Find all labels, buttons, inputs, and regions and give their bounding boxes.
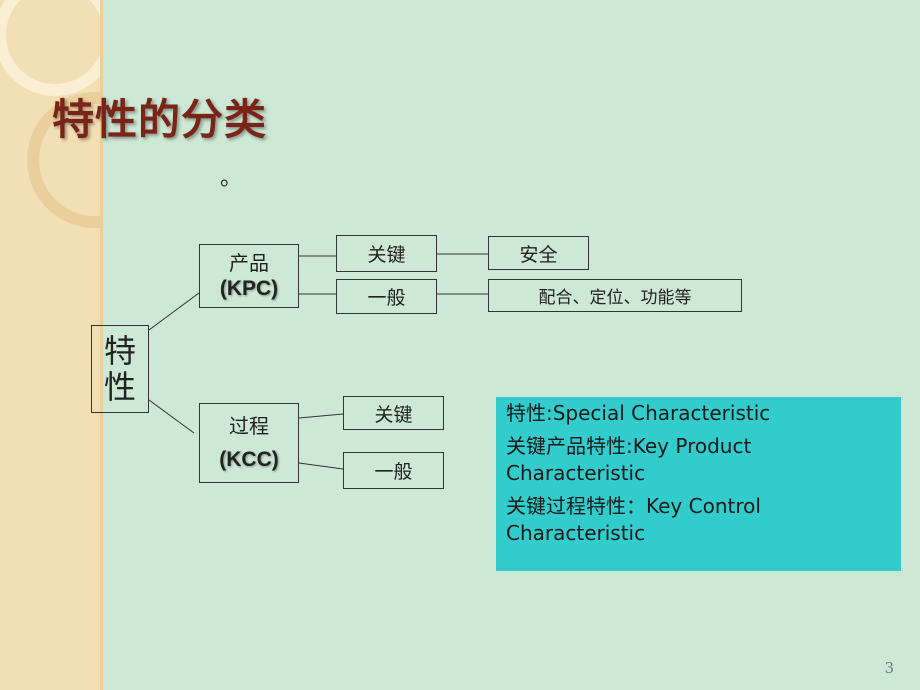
definition-special-characteristic: 特性:Special Characteristic [506, 401, 771, 425]
product-label: 产品 [229, 251, 269, 275]
page-number: 3 [884, 659, 894, 677]
process-category-box: 过程 (KCC) [199, 403, 299, 483]
process-label: 过程 [229, 414, 269, 438]
root-label-line1: 特 [103, 332, 136, 370]
process-code: (KCC) [219, 448, 279, 471]
safety-box: 安全 [488, 236, 589, 270]
slide-title: 特性的分类 [52, 95, 268, 144]
sidebar-edge [100, 0, 103, 690]
product-general-box: 一般 [336, 279, 437, 314]
product-key-box: 关键 [336, 235, 437, 272]
root-label-line2: 性 [103, 368, 136, 406]
definitions-box: 特性:Special Characteristic 关键产品特性:Key Pro… [496, 397, 901, 571]
sidebar-circles-decoration [0, 0, 100, 228]
product-code: (KPC) [219, 277, 279, 300]
decorative-sidebar [0, 0, 100, 690]
definition-key-control-characteristic: 关键过程特性：Key Control Characteristic [506, 494, 761, 545]
process-key-box: 关键 [343, 396, 444, 430]
product-category-box: 产品 (KPC) [199, 244, 299, 308]
root-characteristic-box: 特 性 [91, 325, 149, 413]
stray-mark: 。 [220, 166, 243, 191]
process-general-box: 一般 [343, 452, 444, 489]
definition-key-product-characteristic: 关键产品特性:Key Product Characteristic [506, 434, 752, 485]
fit-function-box: 配合、定位、功能等 [488, 279, 742, 312]
